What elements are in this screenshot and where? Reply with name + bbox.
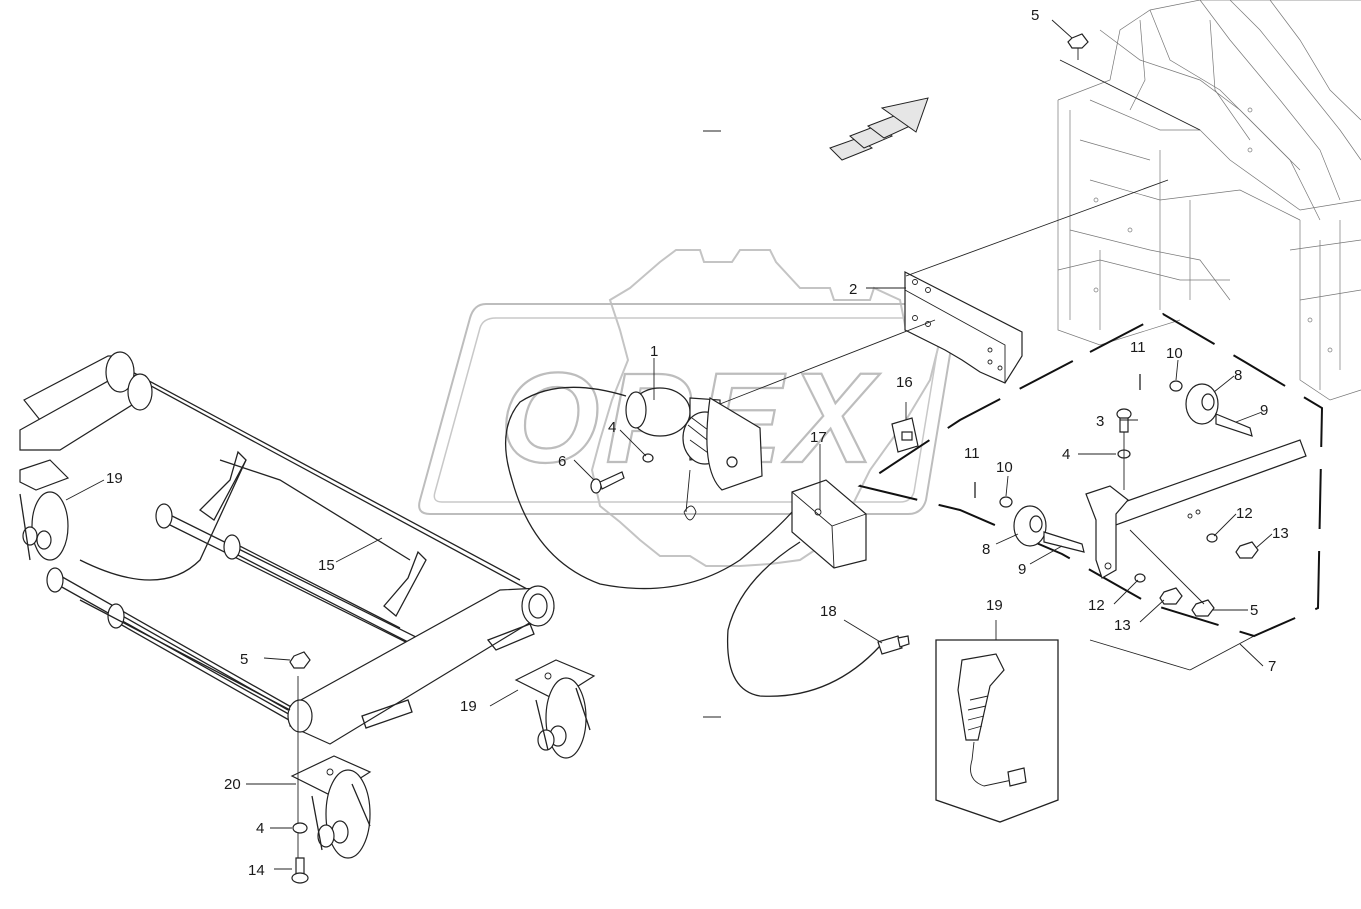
callout-3: 3 bbox=[1096, 413, 1104, 430]
callout-19: 20 bbox=[224, 776, 241, 793]
castor-bottom bbox=[290, 755, 372, 859]
callout-labels: 5 2 1 4 6 16 17 18 19 11 10 8 9 3 4 11 1… bbox=[106, 7, 1289, 879]
callout-5: 5 bbox=[240, 651, 248, 668]
callout-4: 4 bbox=[1062, 446, 1070, 463]
callout-8: 8 bbox=[1234, 367, 1242, 384]
bolt-20 bbox=[291, 857, 309, 884]
machine-frame bbox=[1057, 0, 1361, 401]
callout-5: 5 bbox=[1031, 7, 1039, 24]
bolt-3 bbox=[1116, 408, 1132, 433]
switch-14 bbox=[891, 417, 919, 453]
callout-10: 10 bbox=[996, 459, 1013, 476]
plug-16 bbox=[877, 635, 910, 655]
washer-4 bbox=[642, 453, 654, 463]
washer-10-top bbox=[1169, 380, 1183, 392]
washer-10-bottom bbox=[999, 496, 1013, 508]
watermark-gear-icon bbox=[590, 249, 942, 567]
leader-lines bbox=[65, 19, 1273, 870]
direction-arrow-icon bbox=[829, 97, 929, 161]
trolley-frame bbox=[19, 351, 555, 745]
bracket-plate bbox=[904, 271, 1023, 384]
callout-10: 10 bbox=[1166, 345, 1183, 362]
callout-6: 6 bbox=[558, 453, 566, 470]
callout-20: 14 bbox=[248, 862, 265, 879]
washer-4-left bbox=[292, 822, 308, 834]
callout-19: 19 bbox=[460, 698, 477, 715]
nut-5-left bbox=[289, 651, 311, 669]
bolt-6 bbox=[590, 471, 625, 494]
callout-9: 9 bbox=[1260, 402, 1268, 419]
callout-7: 7 bbox=[1268, 658, 1276, 675]
callout-2: 2 bbox=[849, 281, 857, 298]
roller-8-bottom bbox=[1013, 505, 1085, 553]
callout-12: 12 bbox=[1088, 597, 1105, 614]
roller-8-top bbox=[1185, 383, 1253, 437]
callout-1: 1 bbox=[650, 343, 658, 360]
callout-11: 11 bbox=[1130, 339, 1146, 356]
castor-left bbox=[19, 459, 70, 561]
callout-16: 18 bbox=[820, 603, 837, 620]
callout-8: 8 bbox=[982, 541, 990, 558]
callout-4: 4 bbox=[608, 419, 616, 436]
callout-9: 9 bbox=[1018, 561, 1026, 578]
guide-arm bbox=[1085, 439, 1307, 579]
callout-11: 11 bbox=[964, 445, 980, 462]
callout-17: 19 bbox=[986, 597, 1003, 614]
callout-15: 17 bbox=[810, 429, 827, 446]
callout-19: 19 bbox=[106, 470, 123, 487]
callout-5: 5 bbox=[1250, 602, 1258, 619]
guide-roller-box bbox=[857, 312, 1324, 638]
callout-13: 13 bbox=[1114, 617, 1131, 634]
control-box bbox=[791, 479, 867, 569]
detail-box-remote bbox=[935, 639, 1059, 823]
callout-12: 12 bbox=[1236, 505, 1253, 522]
callout-18: 15 bbox=[318, 557, 335, 574]
callout-4: 4 bbox=[256, 820, 264, 837]
callout-14: 16 bbox=[896, 374, 913, 391]
callout-13: 13 bbox=[1272, 525, 1289, 542]
castor-middle bbox=[514, 659, 596, 759]
winch bbox=[625, 387, 763, 521]
